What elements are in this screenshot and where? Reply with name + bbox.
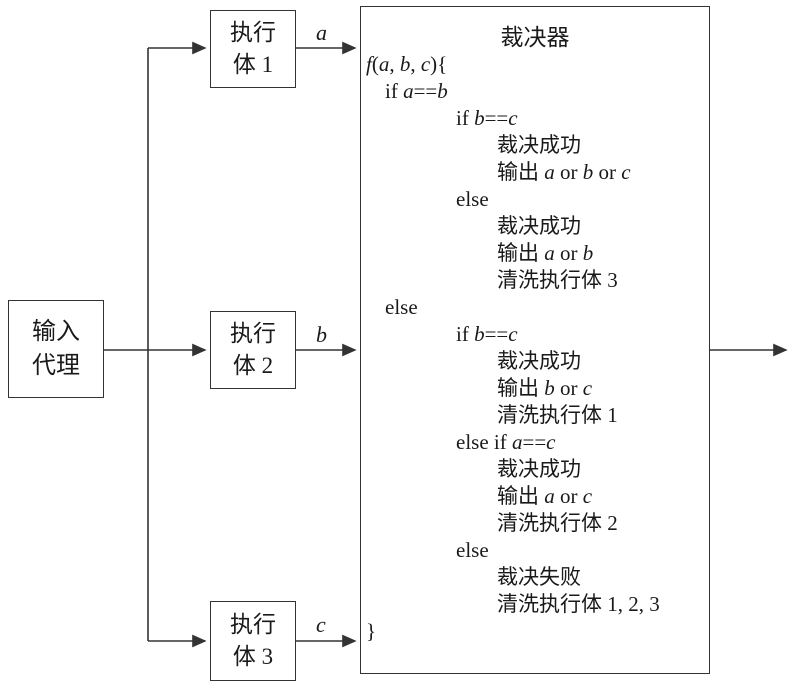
code-line: if b==c xyxy=(456,322,518,346)
code-line: 输出 a or c xyxy=(497,484,593,508)
code-line: else if a==c xyxy=(456,430,556,454)
executor-1-label-line1: 执行 xyxy=(230,20,276,45)
signal-label-b: b xyxy=(316,322,327,347)
signal-label-c: c xyxy=(316,612,326,637)
arbiter-title: 裁决器 xyxy=(500,25,570,50)
executor-1-label-line2: 体 1 xyxy=(232,52,274,77)
code-line: else xyxy=(385,295,418,319)
executor-2-label-line1: 执行 xyxy=(230,321,276,346)
code-line: } xyxy=(366,619,377,643)
code-line: else xyxy=(456,187,489,211)
executor-3-label-line1: 执行 xyxy=(230,612,276,637)
signal-label-a: a xyxy=(316,20,327,45)
code-line: 清洗执行体 2 xyxy=(497,511,618,535)
input-agent-label-line2: 代理 xyxy=(32,353,80,379)
code-line: else xyxy=(456,538,489,562)
code-line: if a==b xyxy=(385,79,448,103)
code-line: 裁决成功 xyxy=(497,457,581,481)
code-line: 裁决失败 xyxy=(497,565,581,589)
input-agent-box: 输入 代理 xyxy=(8,300,104,398)
code-line: 清洗执行体 1 xyxy=(497,403,618,427)
executor-3-label-line2: 体 3 xyxy=(232,644,274,669)
executor-2-label-line2: 体 2 xyxy=(232,353,274,378)
code-line: if b==c xyxy=(456,106,518,130)
code-line: 输出 b or c xyxy=(497,376,593,400)
executor-3-box: 执行 体 3 xyxy=(210,601,296,681)
code-line: 输出 a or b or c xyxy=(497,160,631,184)
code-line: 裁决成功 xyxy=(497,133,581,157)
code-line: 裁决成功 xyxy=(497,349,581,373)
code-line: 裁决成功 xyxy=(497,214,581,238)
code-line: 输出 a or b xyxy=(497,241,594,265)
code-line: 清洗执行体 3 xyxy=(497,268,618,292)
input-agent-label-line1: 输入 xyxy=(32,319,80,345)
code-line: 清洗执行体 1, 2, 3 xyxy=(497,592,660,616)
code-line: f(a, b, c){ xyxy=(366,52,448,76)
executor-1-box: 执行 体 1 xyxy=(210,10,296,88)
executor-2-box: 执行 体 2 xyxy=(210,311,296,389)
